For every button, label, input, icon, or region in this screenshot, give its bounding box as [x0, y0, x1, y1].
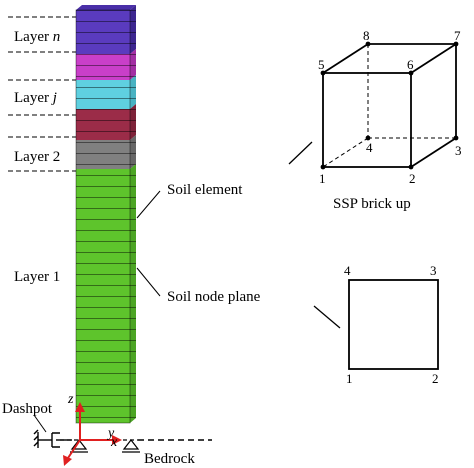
brick-node-4: 4: [366, 140, 373, 155]
bedrock-label: Bedrock: [144, 451, 195, 467]
dashpot-symbol: [33, 429, 72, 448]
soil-node-plane-leader: [136, 267, 161, 297]
plane-leader: [313, 305, 341, 329]
soil-element-label: Soil element: [167, 182, 243, 198]
plane-node-2: 2: [432, 371, 439, 386]
brick-node-3: 3: [455, 143, 462, 158]
brick-node-2: 2: [409, 171, 416, 186]
plane-node-3: 3: [430, 263, 437, 278]
z-axis-label: z: [67, 392, 74, 407]
node-plane-diagram: 1 2 3 4: [313, 263, 439, 386]
layer-n-label: Layer n: [14, 29, 60, 45]
layer-1-label: Layer 1: [14, 269, 60, 285]
brick-node-5: 5: [318, 57, 325, 72]
plane-node-4: 4: [344, 263, 351, 278]
brick-title: SSP brick up: [333, 196, 411, 212]
column-outline: [75, 9, 131, 424]
brick-node-8: 8: [363, 28, 370, 43]
brick-node-1: 1: [319, 171, 326, 186]
node-plane-square: [348, 279, 439, 370]
roller-support-right: [122, 439, 140, 453]
brick-node-6: 6: [407, 57, 414, 72]
soil-column: [75, 5, 136, 424]
layer-n-block: [76, 5, 136, 10]
plane-node-1: 1: [346, 371, 353, 386]
layer-2-label: Layer 2: [14, 149, 60, 165]
soil-element-leader: [136, 190, 161, 219]
layer-j-label: Layer j: [14, 90, 57, 106]
layer-dividers: [8, 16, 76, 172]
brick-node-7: 7: [454, 28, 461, 43]
dashpot-leader: [33, 414, 47, 433]
brick-leader: [288, 141, 313, 165]
dashpot-label: Dashpot: [2, 401, 53, 417]
base-boundary: z y x: [33, 392, 212, 466]
x-axis-label: x: [110, 435, 118, 450]
y-axis-label: y: [106, 426, 115, 441]
axis-arrows: [63, 402, 122, 466]
ssp-brick-diagram: 1 2 3 4 5 6 7 8: [288, 28, 462, 186]
soil-node-plane-label: Soil node plane: [167, 289, 261, 305]
element-divisions: [76, 10, 136, 423]
